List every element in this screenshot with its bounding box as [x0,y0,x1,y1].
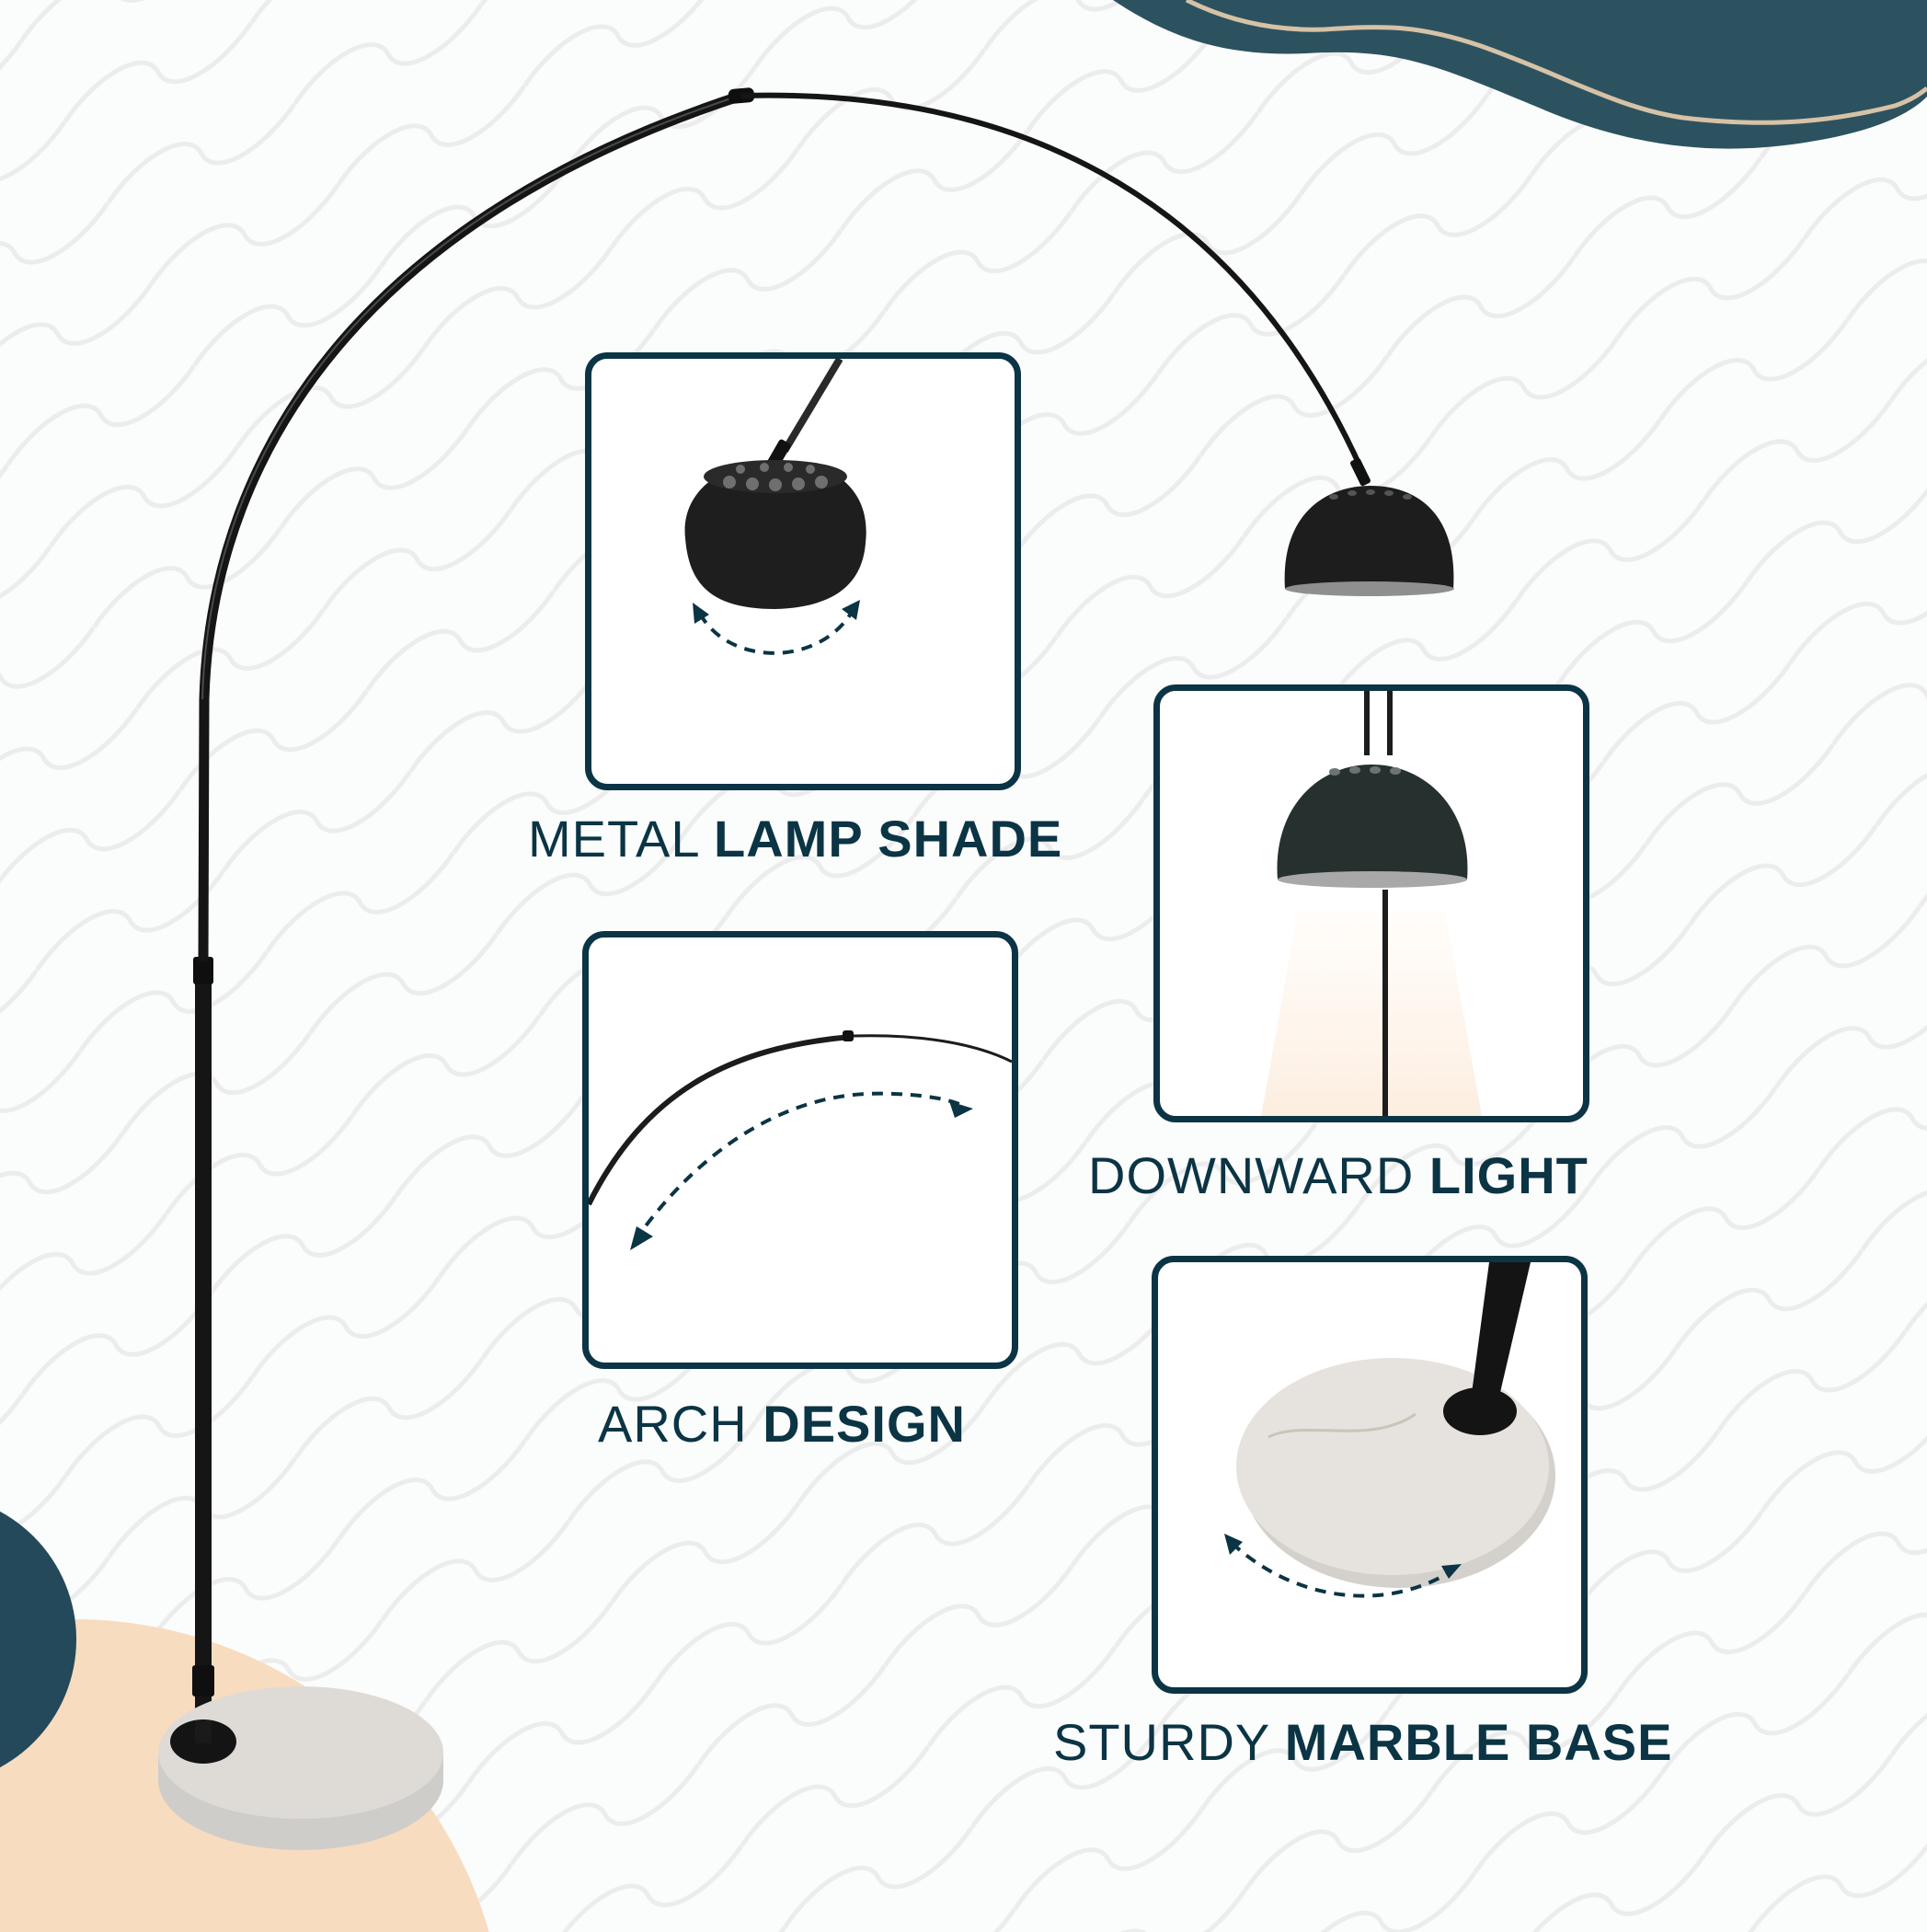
lamp-arch-upper [740,92,1364,471]
top-wave-tan-line [1185,0,1927,125]
lamp-shade-rotate-arrow-icon [684,359,866,655]
lamp-arch-lower [198,90,743,962]
marble-base [158,1686,443,1819]
feature-label-downward-light: DOWNWARD LIGHT [1088,1146,1589,1204]
feature-box-arch-design [582,931,1018,1369]
feature-label-sturdy-marble-base: STURDY MARBLE BASE [1053,1713,1673,1771]
feature-box-sturdy-marble-base [1152,1256,1588,1694]
arch-arrow-icon [589,1030,1012,1250]
feature-label-arch-design: ARCH DESIGN [598,1395,966,1453]
marble-base-rotate-arrow-icon [1224,1262,1555,1598]
downward-light-icon [1261,691,1482,1116]
feature-label-metal-lamp-shade: METAL LAMP SHADE [528,810,1063,868]
feature-box-metal-lamp-shade [585,352,1021,790]
top-wave-shape [1113,0,1927,149]
lamp-shade [1284,486,1454,589]
teal-circle [0,1511,76,1768]
feature-box-downward-light [1153,684,1589,1122]
